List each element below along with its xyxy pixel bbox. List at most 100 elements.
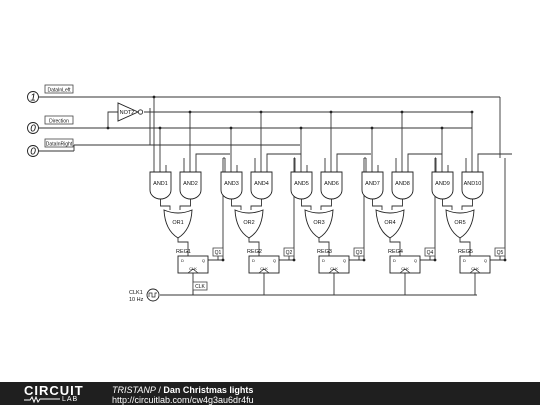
wire (442, 199, 453, 210)
register-label: REG5 (458, 249, 473, 255)
output-q5: Q5 (494, 247, 506, 257)
not-gate-label: NOT2 (120, 110, 135, 116)
register-q-pin: Q (273, 258, 276, 263)
logo-wordmark-top: CIRCUIT (24, 383, 84, 398)
register-clk-pin: CLK (330, 266, 338, 271)
or-gate-3[interactable]: OR3 (304, 209, 334, 239)
wire (248, 238, 260, 256)
circuitlab-logo[interactable]: CIRCUIT LAB (24, 383, 94, 403)
register-body (459, 255, 491, 274)
input-label: DataInRight (46, 142, 73, 148)
output-label-box (283, 247, 295, 257)
and-gate-label: AND5 (294, 181, 309, 187)
and-gate-7[interactable]: AND7 (361, 171, 384, 200)
clock-edge-mark (469, 268, 481, 274)
wire (389, 238, 401, 256)
logo-wordmark-bottom: LAB (62, 396, 79, 403)
clk-net-label-box (192, 281, 208, 291)
and-gate-10[interactable]: AND10 (461, 171, 484, 200)
and-gate-body (391, 171, 414, 200)
wire (461, 199, 473, 210)
author-link[interactable]: TRISTANP (112, 385, 156, 395)
clock-edge-mark (258, 268, 270, 274)
output-q2: Q2 (283, 247, 295, 257)
and-gate-3[interactable]: AND3 (220, 171, 243, 200)
register-label: REG2 (247, 249, 262, 255)
junction-dot (292, 258, 296, 262)
register-label: REG3 (317, 249, 332, 255)
and-gate-4[interactable]: AND4 (250, 171, 273, 200)
register-body (318, 255, 350, 274)
register-q-pin: Q (343, 258, 346, 263)
circuit-url[interactable]: http://circuitlab.com/cw4g3au6dr4fu (112, 395, 254, 405)
clock-circle (146, 288, 160, 302)
wire (179, 199, 191, 210)
register-d-pin: D (181, 258, 184, 263)
or-gate-5[interactable]: OR5 (445, 209, 475, 239)
junction-dot (188, 110, 192, 114)
and-gate-9[interactable]: AND9 (431, 171, 454, 200)
input-label: Direction (49, 119, 69, 125)
wire (231, 199, 242, 210)
register-q-pin: Q (484, 258, 487, 263)
and-gate-label: AND9 (435, 181, 450, 187)
and-gate-5[interactable]: AND5 (290, 171, 313, 200)
junction-dot (229, 126, 233, 130)
and-gate-label: AND4 (254, 181, 269, 187)
wire (266, 153, 301, 165)
not-gate[interactable]: NOT2 (117, 102, 144, 122)
and-gate-body (320, 171, 343, 200)
and-gate-body (461, 171, 484, 200)
clock-name: CLK1 (129, 290, 143, 296)
input-label-box (44, 138, 74, 148)
input-label: DataInLeft (47, 88, 71, 94)
register-label: REG1 (176, 249, 191, 255)
junction-dot (152, 95, 156, 99)
and-gate-label: AND8 (395, 181, 410, 187)
and-gate-label: AND7 (365, 181, 380, 187)
and-gate-label: AND10 (464, 181, 482, 187)
not-bubble (137, 109, 144, 115)
register-clk-pin: CLK (189, 266, 197, 271)
and-gate-6[interactable]: AND6 (320, 171, 343, 200)
wire (391, 199, 403, 210)
or-gate-label: OR4 (384, 220, 395, 226)
junction-dot (106, 126, 110, 130)
register-clk-pin: CLK (260, 266, 268, 271)
clock-frequency: 10 Hz (129, 297, 144, 303)
circuit-title[interactable]: Dan Christmas lights (163, 385, 254, 395)
output-label-box (494, 247, 506, 257)
register-body (248, 255, 280, 274)
and-gate-body (361, 171, 384, 200)
or-gate-2[interactable]: OR2 (234, 209, 264, 239)
output-label: Q4 (427, 250, 434, 256)
and-gate-1[interactable]: AND1 (149, 171, 172, 200)
wire (250, 199, 262, 210)
and-gate-8[interactable]: AND8 (391, 171, 414, 200)
output-label: Q3 (356, 250, 363, 256)
square-wave-icon (148, 292, 157, 298)
output-label-box (353, 247, 365, 257)
or-gate-1[interactable]: OR1 (163, 209, 193, 239)
and-gate-body (149, 171, 172, 200)
input-label-box (44, 115, 74, 125)
input-label-box (44, 84, 74, 94)
or-gate-body (445, 209, 475, 239)
junction-dot (470, 110, 474, 114)
wire (336, 153, 371, 165)
or-gate-4[interactable]: OR4 (375, 209, 405, 239)
wire (301, 199, 312, 210)
and-gate-2[interactable]: AND2 (179, 171, 202, 200)
wire (477, 153, 512, 165)
register-q-pin: Q (202, 258, 205, 263)
